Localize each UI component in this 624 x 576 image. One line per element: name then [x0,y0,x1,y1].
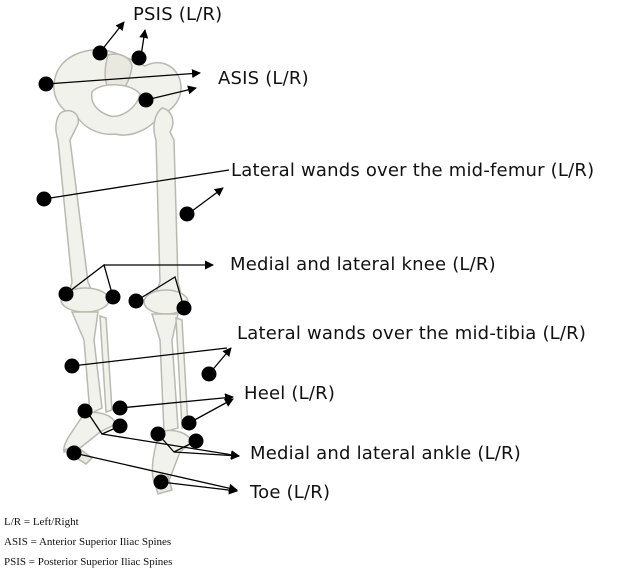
legend-psis: PSIS = Posterior Superior Iliac Spines [4,556,173,568]
legend-lr: L/R = Left/Right [4,516,79,528]
left-fibula [175,316,189,430]
asis-arrow-1 [45,69,201,85]
label-toe: Toe (L/R) [250,482,331,503]
tibia-wand-right [64,358,80,374]
label-psis: PSIS (L/R) [133,4,223,25]
femur-wand-right [36,191,52,207]
ankle-marker-left-b [188,433,204,449]
femur-arrow [187,187,224,215]
label-tibia: Lateral wands over the mid-tibia (L/R) [237,323,587,344]
toe-arrow-1 [73,452,238,493]
label-knee: Medial and lateral knee (L/R) [230,254,496,275]
tibia-wand-left [201,366,217,382]
label-asis: ASIS (L/R) [218,68,309,89]
ankle-arrow-1 [101,433,240,460]
left-femur [153,107,183,305]
right-foot [63,411,117,453]
knee-lateral-right [58,286,74,302]
legend-asis: ASIS = Anterior Superior Iliac Spines [4,536,172,548]
knee-bracket-left [135,275,185,309]
femur-wand-left [179,206,195,222]
knee-medial-left [128,293,144,309]
heel-arrow-1 [119,393,234,409]
ankle-marker-right-b [112,418,128,434]
left-tibia [150,313,179,433]
toe-arrow-2 [160,481,238,495]
toe-marker-right [66,445,82,461]
asis-marker-right [38,76,54,92]
ankle-arrow-2 [173,451,240,461]
psis-marker-left [131,50,147,66]
pelvic-inlet [90,84,141,118]
psis-marker-right [92,45,108,61]
knee-lateral-left [176,300,192,316]
asis-arrow-2 [145,85,197,101]
marker-dots [36,45,217,490]
psis-arrow-1 [100,21,125,52]
label-femur: Lateral wands over the mid-femur (L/R) [231,160,595,181]
toe-marker-left [153,474,169,490]
ankle-marker-left-a [150,426,166,442]
knee-medial-right [105,289,121,305]
asis-marker-left [138,92,154,108]
femur-line [43,169,230,200]
ankle-marker-right-a [112,400,128,416]
label-ankle: Medial and lateral ankle (L/R) [250,443,521,464]
tibia-line [71,347,228,367]
right-fibula [99,314,113,414]
label-heel: Heel (L/R) [244,383,336,404]
right-tibia [70,311,103,416]
heel-arrow-2 [188,398,234,424]
heel-marker-left [181,415,197,431]
heel-marker-right [77,403,93,419]
